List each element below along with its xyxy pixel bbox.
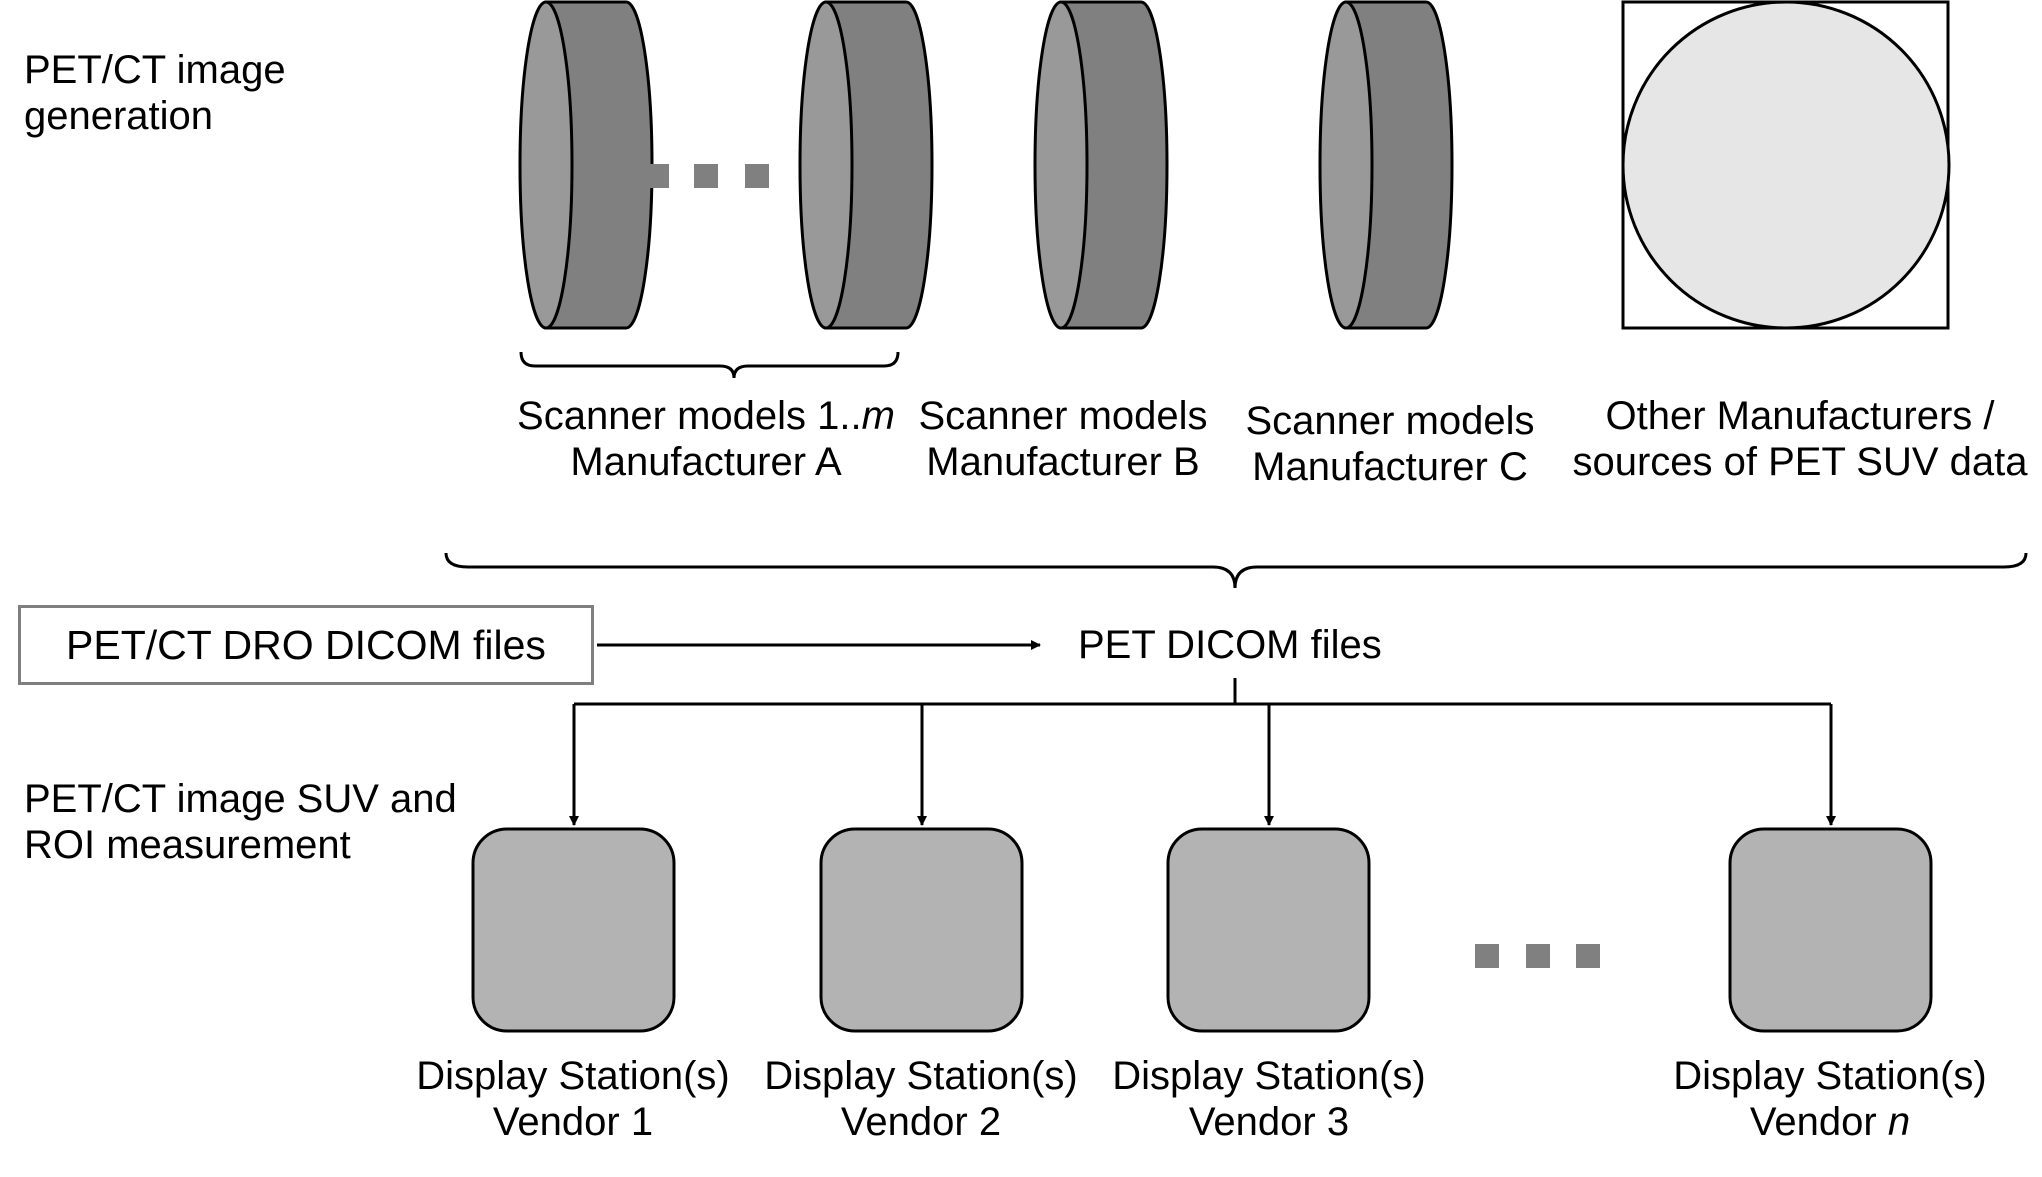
display-station-icon — [1166, 827, 1371, 1033]
station-caption-vendor-2: Display Station(s) Vendor 2 — [764, 1053, 1077, 1145]
station-caption-line2: Vendor n — [1749, 1100, 1911, 1144]
pet-dicom-files-label: PET DICOM files — [1078, 623, 1382, 667]
source-caption-line1: Scanner models — [1245, 399, 1535, 443]
station-caption-line1: Display Station(s) — [1112, 1054, 1426, 1098]
scanner-ring-icon — [1318, 0, 1454, 330]
station-caption-line2: Vendor 2 — [840, 1100, 1002, 1144]
station-caption-line2: Vendor 1 — [492, 1100, 654, 1144]
source-caption-line1: Scanner models — [918, 394, 1208, 438]
station-caption-line1: Display Station(s) — [1673, 1054, 1987, 1098]
scanner-ring-icon — [518, 0, 654, 330]
generation-label-line2: generation — [24, 94, 214, 138]
source-caption-line1: Other Manufacturers / — [1605, 394, 1995, 438]
station-caption-vendor-1: Display Station(s) Vendor 1 — [416, 1053, 729, 1145]
station-caption-vendor-3: Display Station(s) Vendor 3 — [1112, 1053, 1425, 1145]
display-station-icon — [471, 827, 676, 1033]
dro-dicom-files-box: PET/CT DRO DICOM files — [18, 605, 594, 685]
brace-all-sources — [444, 552, 2028, 589]
source-caption-line2: Manufacturer A — [570, 440, 842, 484]
distribution-connectors — [569, 678, 1836, 826]
source-caption-line1: Scanner models 1..m — [517, 394, 895, 438]
source-caption-manufacturer-a: Scanner models 1..m Manufacturer A — [517, 393, 895, 485]
source-caption-line2: Manufacturer B — [926, 440, 1200, 484]
source-caption-line2: sources of PET SUV data — [1572, 440, 2028, 484]
ellipsis-icon — [645, 164, 769, 188]
generation-label: PET/CT image generation — [24, 47, 286, 139]
source-caption-manufacturer-b: Scanner models Manufacturer B — [918, 393, 1207, 485]
scanner-ring-icon — [1033, 0, 1169, 330]
ellipsis-icon — [1475, 944, 1600, 968]
source-caption-manufacturer-c: Scanner models Manufacturer C — [1245, 398, 1534, 490]
display-station-icon — [819, 827, 1024, 1033]
dro-dicom-files-label: PET/CT DRO DICOM files — [66, 621, 546, 668]
station-caption-vendor-n: Display Station(s) Vendor n — [1673, 1053, 1986, 1145]
scanner-ring-icon — [798, 0, 934, 330]
brace-manufacturer-a — [519, 351, 900, 379]
station-caption-line1: Display Station(s) — [416, 1054, 730, 1098]
display-station-icon — [1728, 827, 1933, 1033]
station-caption-line1: Display Station(s) — [764, 1054, 1078, 1098]
source-caption-other: Other Manufacturers / sources of PET SUV… — [1572, 393, 2027, 485]
measurement-label-line1: PET/CT image SUV and — [24, 777, 457, 821]
source-caption-line2: Manufacturer C — [1252, 445, 1528, 489]
measurement-label-line2: ROI measurement — [24, 823, 351, 867]
station-caption-line2: Vendor 3 — [1188, 1100, 1350, 1144]
measurement-label: PET/CT image SUV and ROI measurement — [24, 776, 457, 868]
phantom-disc-icon — [1621, 0, 1951, 330]
generation-label-line1: PET/CT image — [24, 48, 286, 92]
